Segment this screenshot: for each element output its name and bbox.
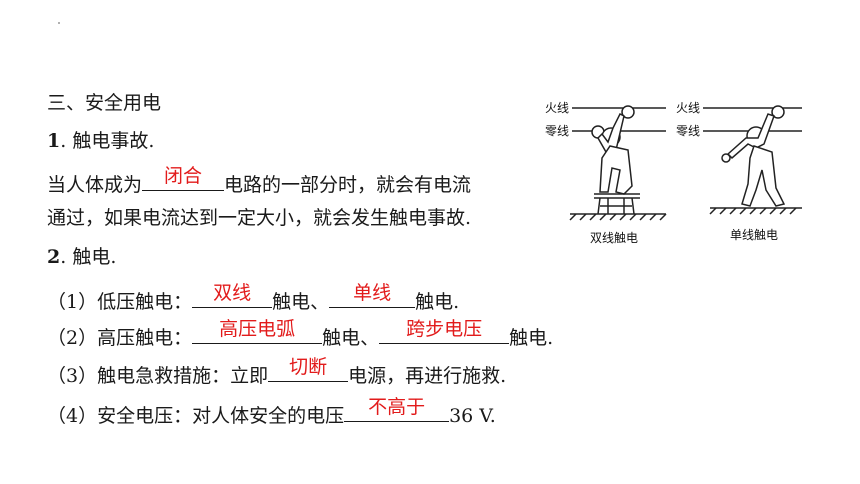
item-1-heading: 1. 触电事故. <box>47 130 155 152</box>
q4-prefix: （4）安全电压：对人体安全的电压 <box>47 405 345 427</box>
answer-text: 切断 <box>289 356 328 378</box>
person-icon <box>721 105 786 207</box>
double-wire-shock-illustration: 火线 零线 <box>545 101 667 245</box>
answer-blank: 不高于 <box>344 396 450 422</box>
item-2-number: 2 <box>47 246 61 268</box>
ground-icon <box>569 213 667 221</box>
answer-text: 双线 <box>213 282 252 304</box>
item-2-title: 触电. <box>72 246 117 268</box>
answer-text: 不高于 <box>368 396 426 418</box>
section-title: 三、安全用电 <box>47 92 162 114</box>
q2-suffix: 触电. <box>509 327 554 349</box>
item-1-number: 1 <box>47 130 61 152</box>
single-wire-caption: 单线触电 <box>730 228 778 242</box>
stool-icon <box>594 193 640 215</box>
decorative-dot <box>58 22 60 24</box>
q1-middle: 触电、 <box>272 291 330 313</box>
answer-blank: 闭合 <box>142 165 225 191</box>
question-2: （2）高压触电： 高压电弧 触电、 跨步电压 触电. <box>47 318 554 350</box>
para1-after: 电路的一部分时，就会有电流 <box>224 174 472 196</box>
q2-prefix: （2）高压触电： <box>47 327 193 349</box>
answer-text: 单线 <box>353 282 392 304</box>
neutral-wire-label: 零线 <box>545 124 569 138</box>
answer-blank: 双线 <box>192 282 273 308</box>
electric-shock-figure: 火线 零线 <box>545 101 802 245</box>
question-1: （1）低压触电： 双线触电、 单线 触电. <box>47 282 460 314</box>
q1-prefix: （1）低压触电： <box>47 291 193 313</box>
q2-middle: 触电、 <box>322 327 380 349</box>
answer-text: 闭合 <box>164 165 203 187</box>
q4-suffix: 36 V. <box>449 405 496 427</box>
live-wire-label: 火线 <box>676 101 700 115</box>
answer-blank: 切断 <box>268 356 349 382</box>
paragraph-1: 当人体成为闭合电路的一部分时，就会有电流 <box>47 165 472 197</box>
answer-blank: 高压电弧 <box>192 318 323 344</box>
q3-prefix: （3）触电急救措施：立即 <box>47 365 269 387</box>
double-wire-caption: 双线触电 <box>590 231 638 245</box>
item-1-title: 触电事故. <box>72 130 155 152</box>
neutral-wire-label: 零线 <box>676 124 700 138</box>
para1-before: 当人体成为 <box>47 174 143 196</box>
paragraph-2: 通过，如果电流达到一定大小，就会发生触电事故. <box>47 207 472 229</box>
single-wire-shock-illustration: 火线 零线 单线触电 <box>676 101 802 242</box>
q3-suffix: 电源，再进行施救. <box>348 365 507 387</box>
answer-text: 高压电弧 <box>219 318 296 340</box>
person-icon <box>591 105 635 195</box>
item-2-heading: 2. 触电. <box>47 246 117 268</box>
live-wire-label: 火线 <box>545 101 569 115</box>
ground-icon <box>709 207 802 215</box>
q1-suffix: 触电. <box>415 291 460 313</box>
question-3: （3）触电急救措施：立即切断电源，再进行施救. <box>47 356 507 388</box>
answer-blank: 跨步电压 <box>379 318 510 344</box>
answer-blank: 单线 <box>329 282 416 308</box>
answer-text: 跨步电压 <box>406 318 483 340</box>
question-4: （4）安全电压：对人体安全的电压 不高于 36 V. <box>47 396 496 428</box>
